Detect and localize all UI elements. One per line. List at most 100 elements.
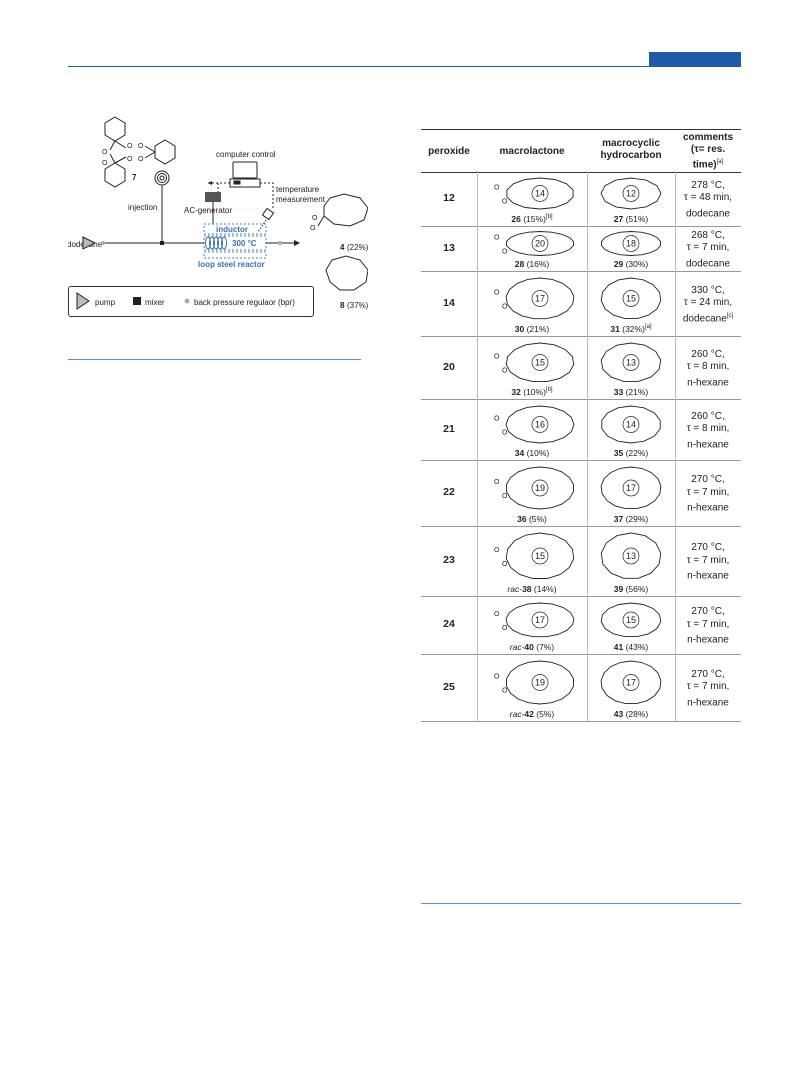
compound-number: 41 (613, 642, 624, 652)
header-hydrocarbon-line2: hydrocarbon (600, 150, 662, 161)
column-divider (587, 460, 588, 526)
ring-size-label: 17 (626, 483, 636, 493)
ring-size-label: 19 (535, 483, 545, 493)
macrolactone-caption: rac-40 (7%) (477, 642, 587, 652)
mixer-icon (133, 297, 141, 305)
legend-pump: pump (95, 298, 116, 307)
compound-number: 36 (517, 514, 527, 524)
ring-size-circle (622, 416, 640, 433)
compound-number: 40 (524, 642, 534, 652)
atom-o: O (127, 156, 133, 163)
ring-bonds (600, 532, 662, 579)
ring-size-label: 13 (626, 358, 636, 368)
ring-size-label: 15 (535, 551, 545, 561)
compound-7-label: 7 (132, 173, 137, 182)
hydrocarbon-structure: 15 (600, 277, 662, 320)
column-divider (675, 526, 676, 596)
solvent: n-hexane (675, 499, 741, 515)
ring-size-circle (531, 354, 549, 371)
residence-time: τ = 7 min, (686, 486, 730, 498)
solvent: n-hexane (675, 631, 741, 647)
header-macrolactone: macrolactone (499, 146, 565, 157)
column-divider (477, 271, 478, 336)
compound-number: 29 (613, 259, 624, 269)
header-comments-sup: [a] (716, 159, 724, 165)
table-header: peroxide macrolactone macrocyclic hydroc… (421, 129, 741, 173)
column-divider (675, 596, 676, 654)
atom-o: O (494, 674, 500, 681)
column-divider (675, 171, 676, 226)
ac-generator-label: AC-generator (184, 206, 232, 215)
hydrocarbon-caption: 29 (30%) (587, 259, 675, 269)
reactor-temperature: 300 °C (232, 239, 257, 248)
atom-o: O (494, 185, 500, 192)
atom-o: O (310, 225, 316, 232)
atom-o: O (502, 304, 508, 311)
compound-number: 26 (511, 214, 521, 224)
pump-icon (76, 292, 90, 310)
conditions-cell: 270 °C,τ = 7 min,n-hexane (675, 542, 741, 583)
peroxide-number: 23 (443, 554, 455, 566)
yield: (56%) (623, 584, 649, 594)
atom-o: O (102, 160, 108, 167)
solvent-name: n-hexane (687, 438, 729, 450)
compound-number: 28 (514, 259, 525, 269)
hydrocarbon-structure: 13 (600, 342, 662, 382)
header-hydrocarbon-line1: macrocyclic (602, 138, 660, 149)
temperature: 330 °C, (691, 284, 725, 296)
temperature: 268 °C, (691, 229, 725, 241)
yield: (10%) (520, 387, 546, 397)
ring-bonds (601, 405, 661, 444)
inductor-label: inductor (216, 225, 248, 234)
macrolactone-caption: rac-42 (5%) (477, 709, 587, 719)
column-divider (477, 654, 478, 721)
solvent-name: n-hexane (687, 502, 729, 514)
compound-number: 43 (613, 709, 624, 719)
ring-size-label: 17 (535, 294, 545, 304)
solvent-name: n-hexane (687, 376, 729, 388)
yield: (5%) (526, 514, 547, 524)
atom-o: O (502, 561, 508, 568)
hydrocarbon-structure: 18 (601, 231, 661, 256)
residence-time: τ = 7 min, (686, 681, 730, 692)
compound-number: 38 (522, 584, 532, 594)
header-peroxide: peroxide (428, 146, 470, 157)
solvent-name: dodecane (686, 257, 730, 269)
ring-size-label: 17 (535, 615, 545, 625)
hydrocarbon-caption: 31 (32%)[a] (587, 324, 675, 334)
atom-o: O (312, 215, 318, 222)
atom-o: O (502, 430, 508, 437)
hydrocarbon-caption: 35 (22%) (587, 448, 675, 458)
column-divider (675, 399, 676, 460)
footnote: [b] (545, 214, 553, 221)
ring-size-circle (622, 479, 640, 497)
hydrocarbon-structure: 17 (600, 660, 662, 705)
macrolactone-caption: 36 (5%) (477, 514, 587, 524)
legend-box: pump mixer back pressure regulaor (bpr) (68, 286, 314, 317)
header-comments-time: time) (692, 159, 717, 171)
atom-o: O (502, 625, 508, 632)
solvent: dodecane (675, 255, 741, 271)
atom-o: O (494, 479, 500, 486)
column-divider (477, 460, 478, 526)
temperature-label: temperature (276, 185, 320, 194)
conditions-cell: 270 °C,τ = 7 min,n-hexane (675, 474, 741, 515)
residence-time: τ = 7 min, (686, 618, 730, 630)
column-divider (587, 171, 588, 226)
yield: (30%) (623, 259, 649, 269)
ring-size-circle (622, 185, 640, 202)
atom-o: O (502, 688, 508, 695)
hydrocarbon-structure: 15 (600, 602, 662, 638)
macrolactone-caption: 30 (21%) (477, 324, 587, 334)
footnote: [c] (726, 312, 734, 319)
ring-bonds (601, 231, 661, 256)
peroxide-number: 14 (443, 296, 455, 309)
solvent: dodecane[c] (675, 310, 741, 326)
